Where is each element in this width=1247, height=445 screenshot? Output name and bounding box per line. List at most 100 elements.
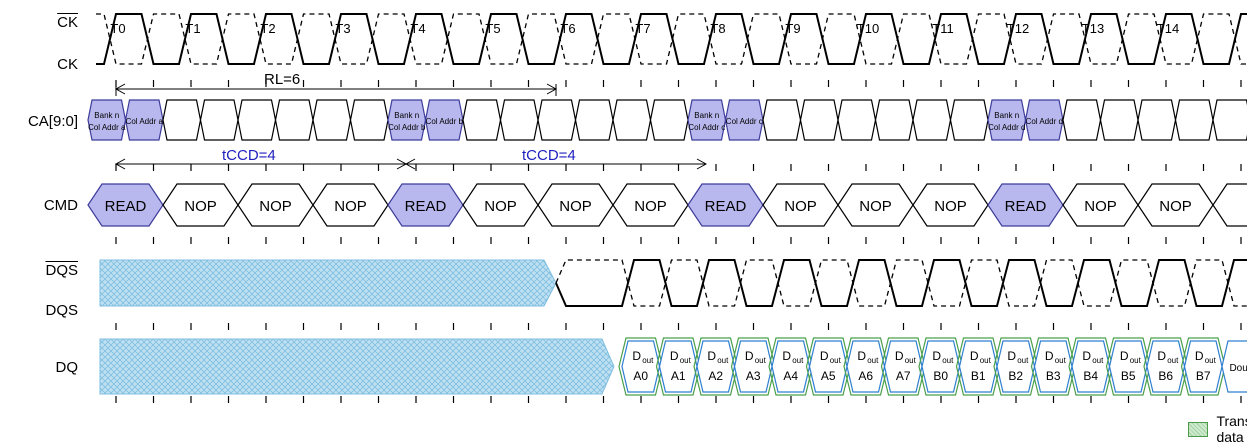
tccd-annotation-1: tCCD=4: [222, 147, 276, 164]
cmd-cell-label: NOP: [784, 198, 817, 215]
ca-cell: [912, 99, 952, 141]
ca-cell-text: Col Addr d: [988, 123, 1025, 132]
dq-cell-prefix: D: [895, 349, 904, 363]
dqs-bar-waveform: [555, 259, 1247, 307]
cmd-cell-label: NOP: [859, 198, 892, 215]
dq-cell-value: B7: [1196, 369, 1211, 383]
dq-cell-sub: out: [642, 356, 654, 365]
dq-cell-sub: out: [1092, 356, 1104, 365]
clock-label-t6: T6: [560, 21, 575, 36]
cmd-cell-label: NOP: [634, 198, 667, 215]
cmd-cell-label: NOP: [334, 198, 367, 215]
ca-cell: [237, 99, 277, 141]
signal-label-ca: CA[9:0]: [27, 113, 78, 130]
ca-cell: [87, 99, 127, 141]
ca-cell-text: Col Addr a: [88, 123, 126, 132]
dq-cell-last: [1221, 340, 1247, 393]
tccd-annotation-2: tCCD=4: [522, 147, 576, 164]
ca-cell-text: Bank n: [94, 111, 119, 120]
ca-cell-text: Col Addr b: [388, 123, 426, 132]
dq-cell-sub: out: [905, 356, 917, 365]
dq-cell-prefix: D: [820, 349, 829, 363]
dq-cell-value: A1: [671, 369, 686, 383]
ca-cell: [537, 99, 577, 141]
ca-cell: [462, 99, 502, 141]
dq-cell-sub: out: [1167, 356, 1179, 365]
clock-label-t2: T2: [260, 21, 275, 36]
dq-cell-sub: out: [1130, 356, 1142, 365]
dq-cell-prefix: D: [1157, 349, 1166, 363]
transitioning-data-swatch: [1188, 421, 1209, 437]
signal-label-ck: CK: [57, 56, 78, 73]
cmd-cell: [1212, 183, 1247, 227]
ca-cell: [1212, 99, 1247, 141]
ca-cell: [687, 99, 727, 141]
ca-cell: [1137, 99, 1177, 141]
cmd-cell-label: READ: [1005, 198, 1047, 215]
signal-label-dqs: DQS: [45, 302, 78, 319]
ca-cell-text: Col Addr a: [126, 117, 164, 126]
signal-label-dq: DQ: [55, 359, 79, 376]
ca-cell: [949, 99, 989, 141]
dq-cell-prefix: D: [1045, 349, 1054, 363]
dq-hatched: [99, 338, 615, 395]
dqs-waveform: [555, 259, 1247, 307]
dq-cell-value: B4: [1083, 369, 1098, 383]
cmd-cell-label: NOP: [1159, 198, 1192, 215]
clock-label-t5: T5: [485, 21, 500, 36]
dq-cell-prefix: D: [782, 349, 791, 363]
cmd-cell-label: NOP: [559, 198, 592, 215]
ca-cell: [612, 99, 652, 141]
dq-cell-prefix: D: [707, 349, 716, 363]
legend: Transitioning data: [1188, 413, 1247, 445]
dq-cell-value: B3: [1046, 369, 1061, 383]
dq-cell-sub: out: [792, 356, 804, 365]
ca-cell-text: Col Addr d: [1026, 117, 1063, 126]
rl-arrow-head-left: [114, 83, 126, 95]
rl-annotation: RL=6: [264, 71, 301, 88]
ca-cell: [1062, 99, 1102, 141]
dq-cell-sub: out: [755, 356, 767, 365]
dq-cell-sub: out: [830, 356, 842, 365]
ca-cell: [387, 99, 427, 141]
dq-cell-value: B0: [933, 369, 948, 383]
tccd-arrow-2-head-right: [696, 158, 708, 170]
clock-label-t12: T12: [1007, 21, 1029, 36]
clock-label-t13: T13: [1082, 21, 1104, 36]
legend-label: Transitioning data: [1216, 413, 1247, 445]
ca-cell: [1174, 99, 1214, 141]
cmd-cell-label: NOP: [934, 198, 967, 215]
dq-cell-sub: out: [867, 356, 879, 365]
dq-cell-value: A4: [783, 369, 798, 383]
cmd-cell-label: NOP: [1084, 198, 1117, 215]
ca-cell: [649, 99, 689, 141]
ca-cell: [574, 99, 614, 141]
tccd-arrow-2-head-left: [404, 158, 416, 170]
dq-cell-prefix: D: [932, 349, 941, 363]
dq-cell-sub: out: [1055, 356, 1067, 365]
dq-cell-sub: out: [942, 356, 954, 365]
dq-cell-prefix: D: [970, 349, 979, 363]
cmd-cell-label: NOP: [259, 198, 292, 215]
ca-cell: [349, 99, 389, 141]
clock-label-t1: T1: [185, 21, 200, 36]
clock-label-t9: T9: [785, 21, 800, 36]
ca-cell: [312, 99, 352, 141]
cmd-cell-label: READ: [105, 198, 147, 215]
ca-cell-text: Bank n: [694, 111, 719, 120]
clock-label-t11: T11: [932, 21, 953, 36]
ca-cell-text: Bank n: [394, 111, 419, 120]
dq-cell-value: A2: [708, 369, 723, 383]
cmd-cell-label: NOP: [184, 198, 217, 215]
dq-cell-prefix: D: [1007, 349, 1016, 363]
signal-label-dqs-bar: DQS: [45, 262, 78, 279]
ca-cell: [987, 99, 1027, 141]
dq-cell-prefix: D: [1195, 349, 1204, 363]
dq-cell-value: A3: [746, 369, 761, 383]
clock-label-t14: T14: [1157, 21, 1179, 36]
dq-cell-sub: out: [1017, 356, 1029, 365]
dq-cell-prefix: D: [1082, 349, 1091, 363]
dq-cell-value: B5: [1121, 369, 1136, 383]
ca-cell: [874, 99, 914, 141]
